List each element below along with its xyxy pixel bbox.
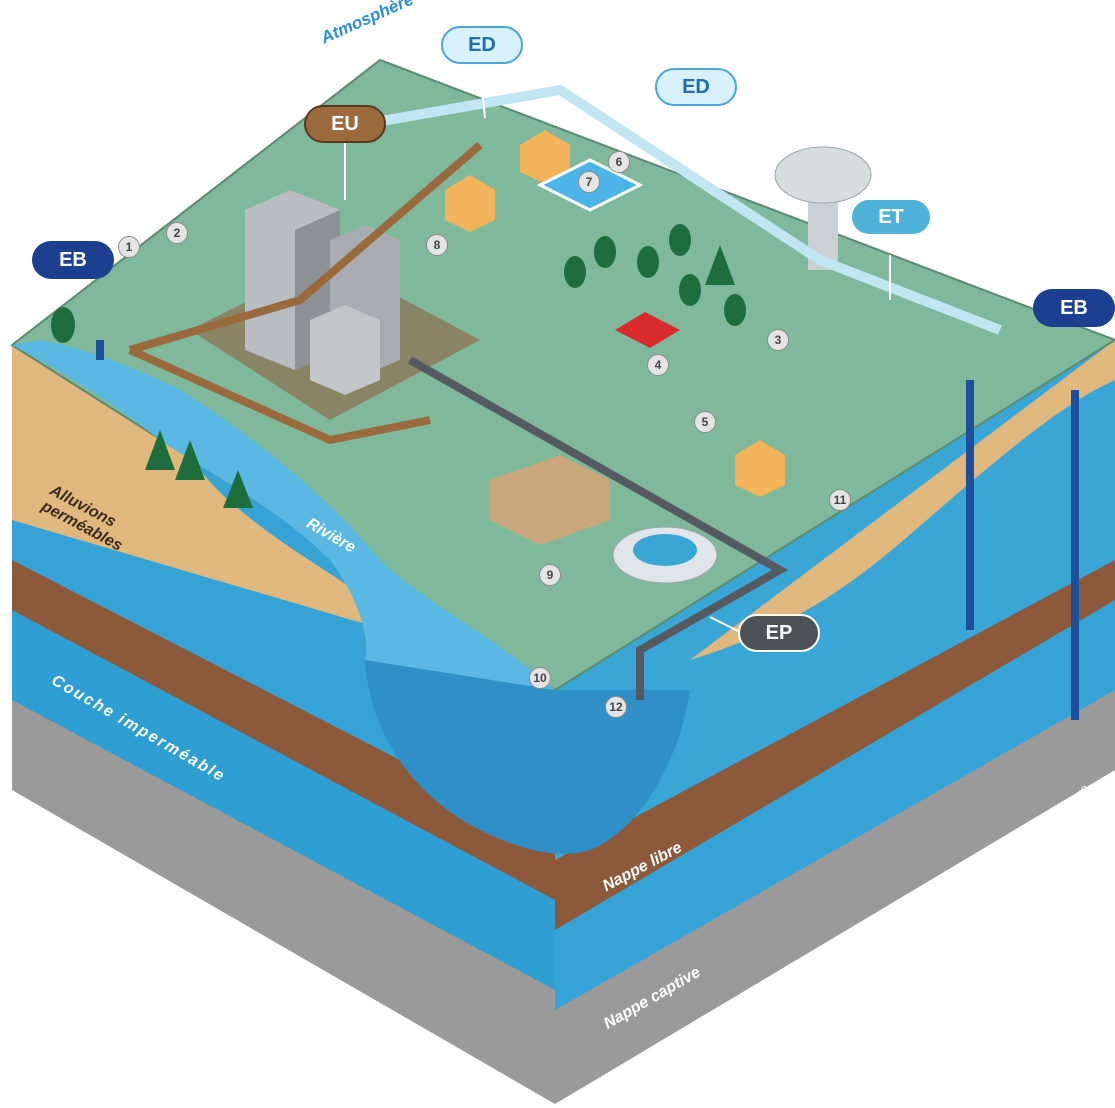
river-surface	[12, 340, 555, 690]
marker-6: 6	[608, 151, 630, 173]
marker-7: 7	[578, 171, 600, 193]
marker-2: 2	[166, 222, 188, 244]
marker-12: 12	[605, 696, 627, 718]
et-tag: ET	[850, 198, 932, 236]
ep-leader-line	[709, 616, 741, 633]
trees	[51, 224, 746, 508]
ed-tag-right: ED	[655, 68, 737, 106]
marker-10: 10	[529, 667, 551, 689]
ed-leader-line	[479, 64, 486, 119]
fire-truck	[615, 312, 680, 348]
water-tower	[774, 146, 872, 270]
rainwater-pipe	[408, 356, 789, 700]
houses	[445, 130, 785, 497]
marker-1: 1	[118, 236, 140, 258]
eb-tag-left: EB	[32, 241, 114, 279]
marker-11: 11	[829, 489, 851, 511]
marker-9: 9	[539, 564, 561, 586]
treatment-basin	[490, 455, 610, 545]
eb-tag-right: EB	[1033, 289, 1115, 327]
marker-3: 3	[767, 329, 789, 351]
potable-water-pipe	[329, 84, 1002, 335]
clarifier-water	[633, 534, 697, 566]
marker-8: 8	[426, 234, 448, 256]
marker-4: 4	[647, 354, 669, 376]
ep-tag: EP	[738, 614, 820, 652]
left-face-alluvium	[12, 345, 420, 640]
eu-tag: EU	[304, 105, 386, 143]
marker-5: 5	[694, 411, 716, 433]
right-face-sand	[690, 340, 1115, 660]
wastewater-pipe	[128, 141, 483, 445]
ed-tag-top: ED	[441, 26, 523, 64]
groundwater-pipe	[96, 340, 1079, 720]
